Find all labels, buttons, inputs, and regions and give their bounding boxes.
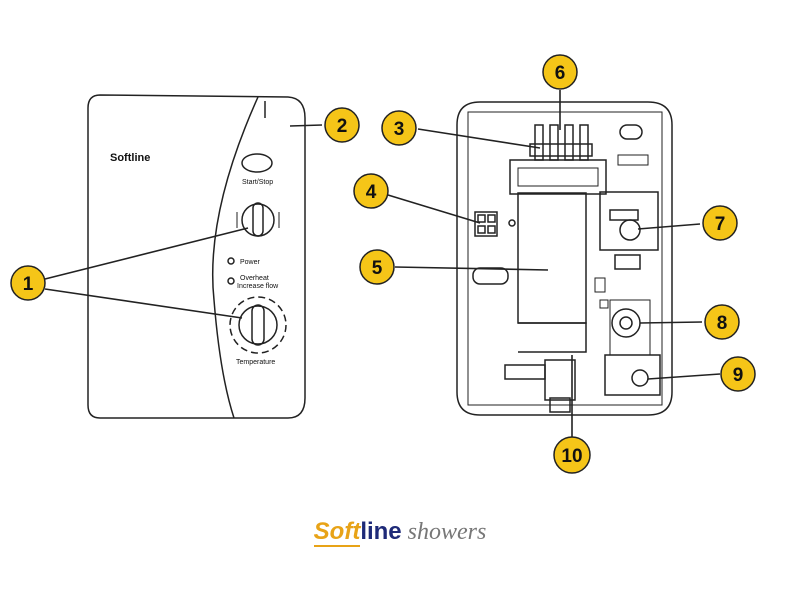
svg-text:9: 9 [733, 365, 744, 386]
callout-1: 1 [10, 265, 46, 301]
callout-5: 5 [359, 249, 395, 285]
svg-text:8: 8 [717, 313, 728, 334]
leader-2 [289, 124, 323, 127]
leader-8 [639, 321, 703, 324]
fixing-bracket [474, 211, 498, 237]
caption-soft: Soft [313, 518, 361, 547]
callout-7: 7 [702, 205, 738, 241]
shower-front-cover [87, 94, 306, 419]
temperature-label: Temperature [236, 359, 275, 366]
leader-9 [647, 373, 721, 380]
front-brand-label: Softline [110, 152, 150, 164]
top-fitting [619, 124, 643, 140]
svg-text:6: 6 [555, 63, 566, 84]
supply-cable-entries [529, 124, 593, 161]
callout-leader-lines [44, 90, 721, 437]
caption-showers: showers [407, 519, 487, 545]
callout-4: 4 [353, 173, 389, 209]
flow-valve [609, 299, 651, 356]
heater-tank [517, 192, 587, 324]
callout-10: 10 [553, 436, 591, 474]
internal-back-plate [456, 101, 673, 416]
leader-1-temperature-knob [44, 288, 243, 319]
svg-text:3: 3 [394, 119, 405, 140]
leader-7 [637, 223, 701, 230]
terminal-block [509, 159, 607, 195]
callout-6: 6 [542, 54, 578, 90]
power-indicator-light [227, 257, 235, 265]
leader-5 [394, 266, 549, 271]
svg-text:7: 7 [715, 214, 726, 235]
start-stop-label: Start/Stop [242, 179, 273, 186]
front-cover-curve [211, 96, 259, 419]
temperature-knob[interactable] [229, 296, 287, 354]
heater-tank-base [518, 322, 587, 353]
callout-8: 8 [704, 304, 740, 340]
svg-text:5: 5 [372, 258, 383, 279]
pressure-switch [604, 354, 661, 396]
leader-1-power-knob [44, 227, 249, 280]
leader-3 [417, 128, 541, 149]
start-stop-button[interactable] [241, 153, 273, 173]
svg-text:1: 1 [23, 274, 34, 295]
front-cover-outline [87, 94, 306, 419]
svg-text:10: 10 [561, 446, 582, 467]
pressure-relief-device [599, 191, 659, 270]
cable-grommet [472, 267, 509, 285]
svg-text:4: 4 [366, 182, 377, 203]
caption-line: line [360, 518, 402, 545]
increase-flow-label: Increase flow [237, 283, 279, 290]
power-label: Power [240, 259, 261, 266]
leader-4 [387, 194, 481, 224]
callout-3: 3 [381, 110, 417, 146]
water-inlet [504, 359, 576, 413]
svg-text:2: 2 [337, 116, 348, 137]
callout-9: 9 [720, 356, 756, 392]
overheat-label: Overheat [240, 275, 269, 282]
internal-inner-edge [467, 111, 663, 406]
callout-markers: 1 2 3 4 5 6 7 8 9 10 [10, 54, 756, 474]
shower-internal-view [456, 101, 673, 416]
power-knob[interactable] [236, 202, 280, 237]
overheat-indicator-light [227, 277, 235, 285]
callout-2: 2 [324, 107, 360, 143]
